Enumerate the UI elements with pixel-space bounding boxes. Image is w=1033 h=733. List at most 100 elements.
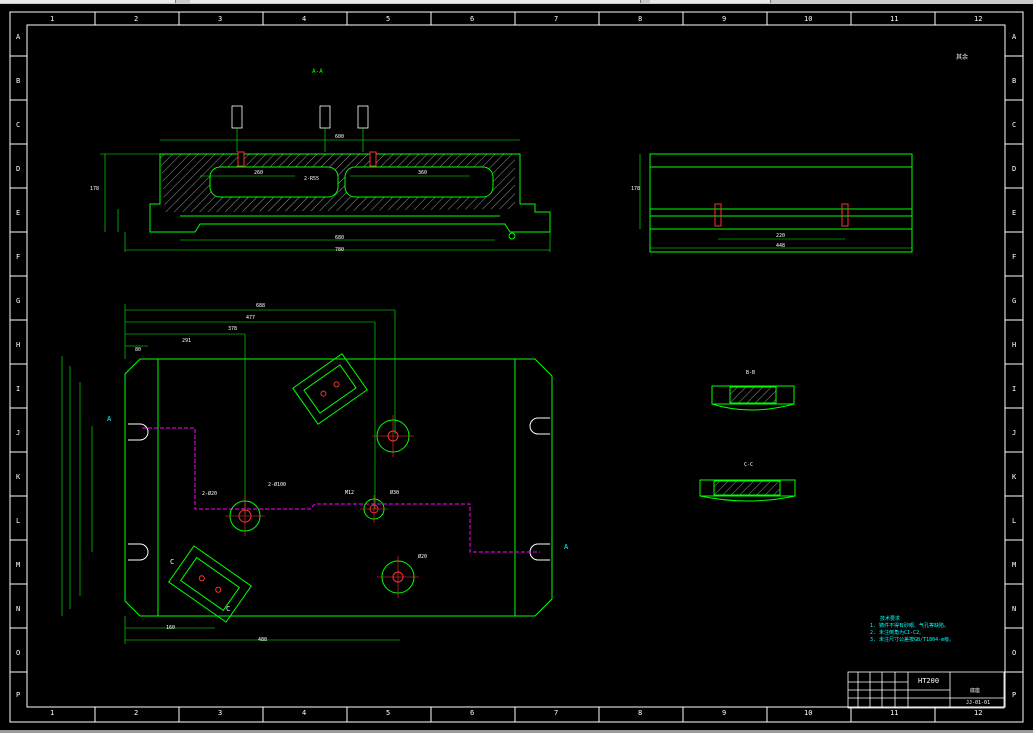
section-c-label: C-C bbox=[744, 462, 754, 468]
zone-letter-left-P: P bbox=[16, 691, 21, 699]
zone-letter-right-O: O bbox=[1012, 649, 1017, 657]
zone-letter-left-O: O bbox=[16, 649, 21, 657]
toolbar-segment-1[interactable] bbox=[0, 0, 176, 3]
zone-number-top-9: 9 bbox=[722, 15, 727, 23]
zone-letter-right-L: L bbox=[1012, 517, 1017, 525]
zone-ticks bbox=[10, 12, 1023, 722]
zone-letter-left-E: E bbox=[16, 209, 21, 217]
zone-number-top-5: 5 bbox=[386, 15, 391, 23]
cad-drawing-canvas[interactable]: 1 2 3 4 5 6 7 8 9 10 11 12 1 2 3 4 5 6 7… bbox=[0, 4, 1033, 730]
zone-letter-right-I: I bbox=[1012, 385, 1017, 393]
zone-letter-right-F: F bbox=[1012, 253, 1017, 261]
section-cut-a-right: A bbox=[564, 543, 569, 551]
title-block-part-name: 底座 bbox=[970, 688, 981, 694]
side-view bbox=[639, 153, 913, 253]
zone-letter-right-D: D bbox=[1012, 165, 1017, 173]
dim-dia30: Ø30 bbox=[390, 490, 400, 496]
zone-number-bottom-1: 1 bbox=[50, 709, 55, 717]
zone-number-bottom-5: 5 bbox=[386, 709, 391, 717]
zone-letter-right-B: B bbox=[1012, 77, 1017, 85]
dim-2-dia20: 2-Ø20 bbox=[202, 491, 218, 497]
zone-number-bottom-7: 7 bbox=[554, 709, 559, 717]
zone-letter-left-I: I bbox=[16, 385, 21, 393]
zone-number-top-11: 11 bbox=[890, 15, 899, 23]
section-cut-c-2: C bbox=[226, 605, 231, 613]
zone-number-top-2: 2 bbox=[134, 15, 139, 23]
toolbar-segment-2[interactable] bbox=[190, 0, 641, 3]
dim-178-front: 178 bbox=[90, 186, 100, 192]
zone-letter-left-K: K bbox=[16, 473, 21, 481]
dim-160: 160 bbox=[166, 625, 176, 631]
zone-number-bottom-9: 9 bbox=[722, 709, 727, 717]
section-label-aa: A-A bbox=[312, 68, 323, 75]
zone-number-top-10: 10 bbox=[804, 15, 813, 23]
section-b-label: B-B bbox=[746, 370, 756, 376]
plan-view bbox=[61, 304, 553, 644]
zone-letter-left-B: B bbox=[16, 77, 21, 85]
zone-letter-right-P: P bbox=[1012, 691, 1017, 699]
zone-letter-left-A: A bbox=[16, 33, 21, 41]
zone-number-top-4: 4 bbox=[302, 15, 307, 23]
notes-heading: 技术要求 bbox=[880, 616, 901, 622]
zone-letter-left-L: L bbox=[16, 517, 21, 525]
zone-letter-right-E: E bbox=[1012, 209, 1017, 217]
zone-number-bottom-10: 10 bbox=[804, 709, 813, 717]
zone-number-top-3: 3 bbox=[218, 15, 223, 23]
zone-letter-right-M: M bbox=[1012, 561, 1017, 569]
outer-frame bbox=[9, 11, 1024, 723]
dim-680: 680 bbox=[335, 235, 345, 241]
zone-letter-left-G: G bbox=[16, 297, 21, 305]
dim-477: 477 bbox=[246, 315, 256, 321]
dim-260: 260 bbox=[254, 170, 264, 176]
zone-letter-right-K: K bbox=[1012, 473, 1017, 481]
zone-letter-right-G: G bbox=[1012, 297, 1017, 305]
technical-notes: 技术要求 1. 铸件不得有砂眼、气孔等缺陷。 2. 未注倒角为C1-C2。 3.… bbox=[870, 616, 954, 644]
status-bar bbox=[0, 730, 1033, 733]
zone-letter-left-C: C bbox=[16, 121, 21, 129]
zone-letter-left-D: D bbox=[16, 165, 21, 173]
zone-letter-right-A: A bbox=[1012, 33, 1017, 41]
zone-number-top-8: 8 bbox=[638, 15, 643, 23]
zone-letter-right-J: J bbox=[1012, 429, 1017, 437]
zone-number-top-7: 7 bbox=[554, 15, 559, 23]
notes-line-3: 3. 未注尺寸公差按GB/T1804-m级。 bbox=[870, 637, 955, 643]
toolbar-segment-3[interactable] bbox=[650, 0, 771, 3]
dim-291: 291 bbox=[182, 338, 192, 344]
section-cut-c-1: C bbox=[170, 558, 175, 566]
zone-number-bottom-4: 4 bbox=[302, 709, 307, 717]
zone-number-bottom-12: 12 bbox=[974, 709, 983, 717]
title-block-material: HT200 bbox=[918, 677, 940, 685]
notes-line-1: 1. 铸件不得有砂眼、气孔等缺陷。 bbox=[870, 623, 950, 629]
zone-letter-right-H: H bbox=[1012, 341, 1017, 349]
zone-letter-right-N: N bbox=[1012, 605, 1017, 613]
zone-number-bottom-2: 2 bbox=[134, 709, 139, 717]
inner-frame bbox=[26, 24, 1006, 708]
zone-letter-left-F: F bbox=[16, 253, 21, 261]
section-b-view bbox=[711, 385, 795, 411]
section-cut-a-left: A bbox=[107, 415, 112, 423]
section-c-view bbox=[699, 479, 796, 502]
dim-80: 80 bbox=[135, 347, 142, 353]
dim-2-dia100: 2-Ø100 bbox=[268, 482, 287, 488]
dim-m12: M12 bbox=[345, 490, 355, 496]
dim-360: 360 bbox=[418, 170, 428, 176]
dim-448-side: 448 bbox=[776, 243, 786, 249]
zone-number-bottom-11: 11 bbox=[890, 709, 899, 717]
zone-number-bottom-3: 3 bbox=[218, 709, 223, 717]
dim-780: 780 bbox=[335, 247, 345, 253]
zone-letter-left-M: M bbox=[16, 561, 21, 569]
dim-488: 488 bbox=[258, 637, 268, 643]
zone-number-top-1: 1 bbox=[50, 15, 55, 23]
dim-178-side: 178 bbox=[631, 186, 641, 192]
dim-dia20: Ø20 bbox=[418, 554, 428, 560]
notes-line-2: 2. 未注倒角为C1-C2。 bbox=[870, 630, 925, 636]
drawing-svg bbox=[9, 11, 1024, 723]
dim-378: 378 bbox=[228, 326, 238, 332]
zone-letter-left-H: H bbox=[16, 341, 21, 349]
zone-number-bottom-8: 8 bbox=[638, 709, 643, 717]
dim-688: 688 bbox=[256, 303, 266, 309]
dim-600: 600 bbox=[335, 134, 345, 140]
zone-letter-right-C: C bbox=[1012, 121, 1017, 129]
roughness-mark: 其余 bbox=[956, 54, 969, 61]
dim-220-side: 220 bbox=[776, 233, 786, 239]
